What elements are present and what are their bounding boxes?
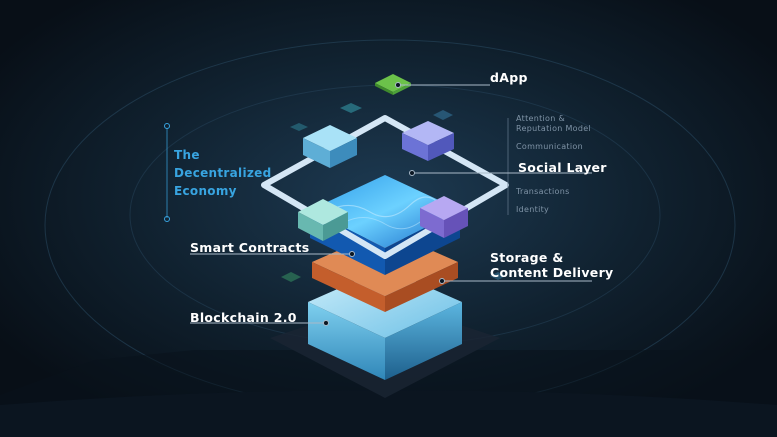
sublabel-attention: Attention & Reputation Model <box>516 114 591 134</box>
label-dapp: dApp <box>490 70 528 85</box>
label-blockchain: Blockchain 2.0 <box>190 310 297 325</box>
title-line-2: Decentralized <box>174 166 272 180</box>
title-line-1: The <box>174 148 200 162</box>
label-smart-contracts: Smart Contracts <box>190 240 310 255</box>
sublabel-attention-line-1: Attention & <box>516 114 566 123</box>
sublabel-attention-line-2: Reputation Model <box>516 124 591 133</box>
leader-lines <box>190 82 592 326</box>
cube-back-left <box>303 125 357 168</box>
leader-blockchain-dot <box>323 320 329 326</box>
label-storage-line-2: Content Delivery <box>490 265 614 280</box>
title-bracket <box>164 123 170 222</box>
diagram-title: The Decentralized Economy <box>174 146 272 200</box>
floor-band <box>0 390 777 437</box>
title-line-3: Economy <box>174 184 237 198</box>
label-storage-line-1: Storage & <box>490 250 564 265</box>
leader-social-dot <box>409 170 415 176</box>
cube-left-front <box>298 199 348 241</box>
dapp-tile <box>375 74 411 95</box>
leader-dapp-dot <box>395 82 401 88</box>
cube-back-right <box>402 121 454 161</box>
label-social-layer: Social Layer <box>518 160 607 175</box>
leader-storage-dot <box>439 278 445 284</box>
sublabel-transactions: Transactions <box>516 187 570 196</box>
sublabel-communication: Communication <box>516 142 583 151</box>
cube-right-front <box>420 196 468 238</box>
decorative-tiles <box>281 103 506 282</box>
leader-smart-dot <box>349 251 355 257</box>
sublabel-identity: Identity <box>516 205 550 214</box>
